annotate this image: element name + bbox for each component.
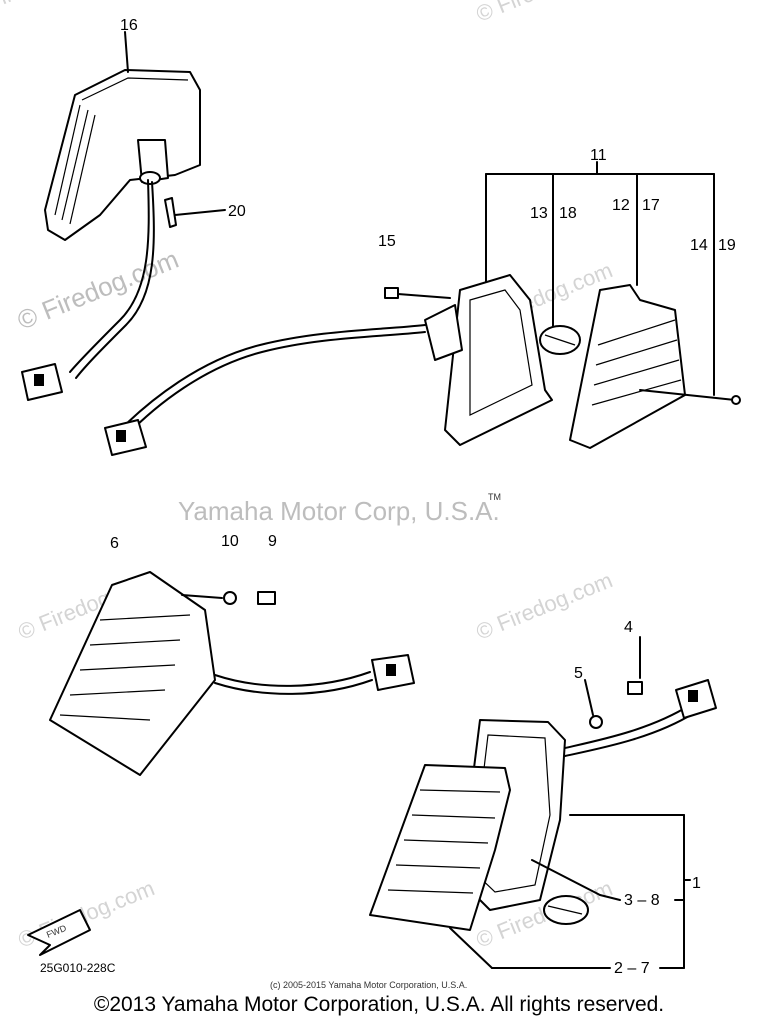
label-part-16: 16 — [120, 17, 138, 34]
label-part-13: 13 — [530, 205, 548, 222]
label-part-12: 12 — [612, 197, 630, 214]
watermark-tm: TM — [488, 492, 501, 502]
turn-signal-assembly-6 — [49, 571, 415, 776]
forward-arrow-icon: FWD — [27, 909, 91, 956]
turn-signal-assembly-16 — [21, 31, 226, 401]
part-labels: 16 20 11 13 18 12 17 14 19 15 6 10 9 4 5… — [110, 17, 736, 977]
label-part-1: 1 — [692, 875, 701, 892]
label-part-6: 6 — [110, 535, 119, 552]
label-part-4: 4 — [624, 619, 633, 636]
watermark-firedog: © Firedog.com — [473, 0, 616, 27]
diagram-code: 25G010-228C — [40, 961, 116, 975]
label-part-2-7: 2 – 7 — [614, 960, 650, 977]
copyright-notice: ©2013 Yamaha Motor Corporation, U.S.A. A… — [93, 993, 665, 1016]
label-part-5: 5 — [574, 665, 583, 682]
watermark-firedog: © Firedog.com — [473, 567, 616, 644]
label-part-20: 20 — [228, 203, 246, 220]
label-part-9: 9 — [268, 533, 277, 550]
label-part-11: 11 — [590, 147, 607, 164]
label-part-19: 19 — [718, 237, 736, 254]
label-part-14: 14 — [690, 237, 708, 254]
turn-signal-assembly-1 — [369, 636, 717, 969]
label-part-17: 17 — [642, 197, 660, 214]
turn-signal-assembly-11 — [104, 161, 741, 456]
label-part-18: 18 — [559, 205, 577, 222]
label-part-15: 15 — [378, 233, 396, 250]
label-part-3-8: 3 – 8 — [624, 892, 660, 909]
watermark-yamaha: Yamaha Motor Corp, U.S.A. — [178, 496, 500, 526]
watermark-firedog: © Firedog.com — [13, 244, 183, 336]
watermark-firedog: © Firedog.com — [15, 875, 158, 952]
label-part-10: 10 — [221, 533, 239, 550]
watermark-firedog: © Firedog.com — [0, 0, 106, 23]
small-copyright: (c) 2005-2015 Yamaha Motor Corporation, … — [270, 980, 467, 990]
